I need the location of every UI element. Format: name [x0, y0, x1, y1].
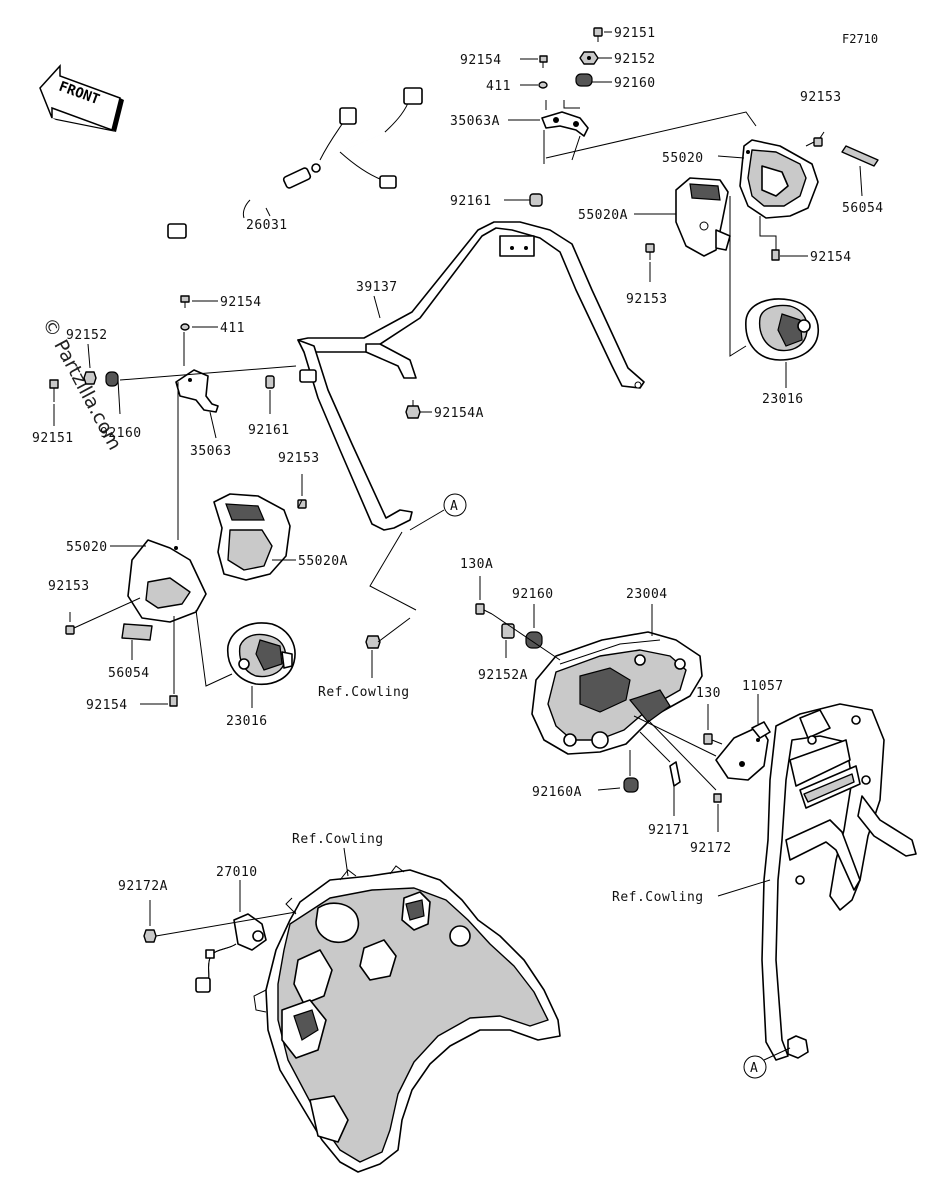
washer-411-mid-left — [180, 323, 190, 331]
label-92153-left: 92153 — [48, 579, 90, 594]
cover-55020A-right — [675, 177, 731, 257]
headlight-23016-left — [227, 622, 296, 686]
label-92160A: 92160A — [532, 785, 582, 800]
label-92153-mid: 92153 — [278, 451, 320, 466]
label-55020-right: 55020 — [662, 151, 704, 166]
label-35063: 35063 — [190, 444, 232, 459]
label-55020A-left: 55020A — [298, 554, 348, 569]
clip-92171 — [669, 761, 681, 787]
label-55020-left: 55020 — [66, 540, 108, 555]
label-23016-right: 23016 — [762, 392, 804, 407]
screw-130A — [475, 603, 493, 615]
label-92160-top: 92160 — [614, 76, 656, 91]
label-39137: 39137 — [356, 280, 398, 295]
grommet-92160-top — [575, 73, 593, 87]
label-92151-left: 92151 — [32, 431, 74, 446]
nut-92152-mid-left — [83, 371, 97, 385]
label-56054-left: 56054 — [108, 666, 150, 681]
screw-92154-right — [771, 249, 780, 261]
screw-92154-mid-left — [180, 295, 190, 308]
label-27010: 27010 — [216, 865, 258, 880]
label-92152A: 92152A — [478, 668, 528, 683]
grommet-92160A — [623, 777, 639, 793]
label-92153-right: 92153 — [626, 292, 668, 307]
label-92161-left: 92161 — [248, 423, 290, 438]
washer-411-top — [538, 81, 548, 89]
cover-55020-left — [127, 539, 207, 623]
bracket-11057 — [715, 721, 771, 781]
meter-stay-frame — [761, 703, 917, 1061]
ref-a-top-circle — [443, 493, 467, 517]
label-26031: 26031 — [246, 218, 288, 233]
ref-a-bottom: A — [750, 1061, 758, 1076]
label-92153-top-right: 92153 — [800, 90, 842, 105]
label-92171: 92171 — [648, 823, 690, 838]
ref-a-top: A — [450, 499, 458, 514]
screw-92172 — [713, 793, 722, 803]
headlight-23016-right — [745, 298, 819, 361]
grommet-92160-left — [105, 371, 119, 387]
label-92172A: 92172A — [118, 879, 168, 894]
screw-92154A — [405, 400, 421, 419]
label-55020A-right: 55020A — [578, 208, 628, 223]
label-92154-top: 92154 — [460, 53, 502, 68]
inner-cowling — [253, 865, 561, 1173]
screw-92153-left — [65, 597, 141, 635]
screw-92154-left — [169, 695, 178, 707]
collar-92161-left — [265, 375, 275, 389]
collar-92161-center — [529, 193, 543, 207]
bracket-35063 — [175, 369, 219, 413]
cover-55020A-left — [213, 493, 291, 581]
collar-92152A — [501, 623, 515, 639]
label-411-mid-left: 411 — [220, 321, 245, 336]
label-92154-mid-left: 92154 — [220, 295, 262, 310]
label-411-top: 411 — [486, 79, 511, 94]
label-92152-top: 92152 — [614, 52, 656, 67]
screw-130 — [703, 733, 723, 745]
front-arrow-icon: FRONT — [39, 64, 124, 132]
label-56054-right: 56054 — [842, 201, 884, 216]
wiring-harness-26031 — [167, 87, 423, 239]
label-92160-meter: 92160 — [512, 587, 554, 602]
label-92154-right: 92154 — [810, 250, 852, 265]
label-92172: 92172 — [690, 841, 732, 856]
label-92160-left: 92160 — [100, 426, 142, 441]
nut-92152-top — [579, 51, 599, 65]
diagram-code: F2710 — [842, 32, 878, 46]
label-35063A: 35063A — [450, 114, 500, 129]
sensor-27010 — [195, 913, 267, 993]
label-11057: 11057 — [742, 679, 784, 694]
label-130: 130 — [696, 686, 721, 701]
screw-92154-top — [539, 55, 548, 68]
screw-92153-right — [645, 243, 655, 260]
screw-92151-top — [593, 27, 603, 42]
ref-cowling-1: Ref.Cowling — [318, 685, 410, 700]
label-92154-left: 92154 — [86, 698, 128, 713]
lens-56054-left — [121, 623, 153, 641]
label-130A: 130A — [460, 557, 493, 572]
grommet-92160-meter — [525, 631, 543, 649]
bracket-35063A — [541, 100, 589, 137]
ref-a-bottom-circle — [743, 1055, 767, 1079]
screw-92151-left — [49, 379, 59, 402]
bolt-ref-cowling-1 — [365, 617, 411, 649]
label-92161-center: 92161 — [450, 194, 492, 209]
label-92154A: 92154A — [434, 406, 484, 421]
ref-cowling-2: Ref.Cowling — [612, 890, 704, 905]
screw-92153-top-right — [805, 137, 823, 147]
label-92152-mid-left: 92152 — [66, 328, 108, 343]
lens-56054-right — [841, 145, 879, 167]
label-23016-left: 23016 — [226, 714, 268, 729]
label-92151-top: 92151 — [614, 26, 656, 41]
frame-bar-39137 — [297, 221, 645, 531]
cover-55020-right — [739, 139, 819, 219]
ref-cowling-3: Ref.Cowling — [292, 832, 384, 847]
label-23004: 23004 — [626, 587, 668, 602]
screw-92153-mid — [297, 499, 307, 509]
screw-92172A — [143, 911, 297, 943]
meter-23004 — [531, 631, 703, 755]
